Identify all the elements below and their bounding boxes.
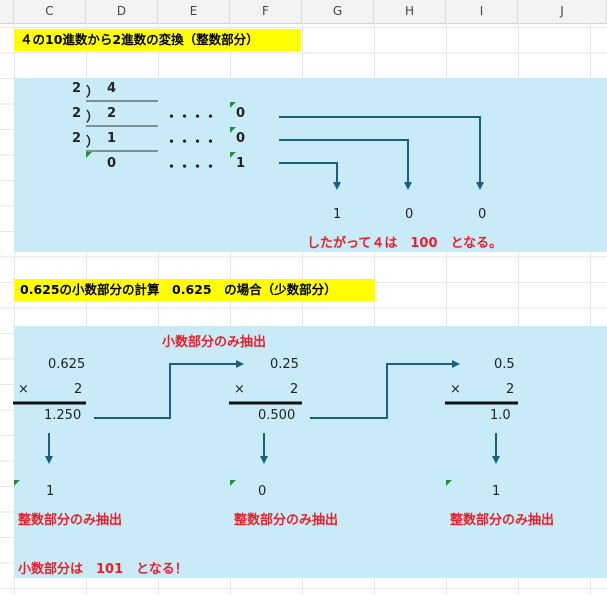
extract-label-top: 小数部分のみ抽出 xyxy=(162,335,267,350)
step3-times: × xyxy=(450,382,461,397)
paren-1: ） xyxy=(86,85,100,100)
result-digit-3: 0 xyxy=(478,207,487,222)
cell-comment-marker xyxy=(230,480,236,486)
result-digit-1: 1 xyxy=(333,207,342,222)
step3-label: 整数部分のみ抽出 xyxy=(450,513,555,528)
divisor-2: 2 xyxy=(72,106,82,121)
cell-comment-marker xyxy=(14,480,20,486)
section2-result: 小数部分は 101 となる！ xyxy=(18,562,188,577)
step3-product: 1.0 xyxy=(490,408,511,423)
cell-comment-marker xyxy=(230,127,236,133)
dots-4: ・・・・ xyxy=(165,160,218,175)
step2-value: 0.25 xyxy=(270,357,299,372)
arrow-step-1-2 xyxy=(94,360,244,419)
section1-band xyxy=(14,78,607,252)
remainder-1: 0 xyxy=(236,106,246,121)
section2-band xyxy=(14,326,607,578)
step2-label: 整数部分のみ抽出 xyxy=(234,513,339,528)
quotient-4: 0 xyxy=(107,156,117,171)
step2-product: 0.500 xyxy=(258,408,296,423)
column-c[interactable]: C xyxy=(14,0,86,23)
divisor-3: 2 xyxy=(72,131,82,146)
column-f[interactable]: F xyxy=(230,0,302,23)
step1-mult: 2 xyxy=(74,382,83,397)
step1-value: 0.625 xyxy=(48,357,86,372)
section1-result: したがって４は 100 となる。 xyxy=(307,236,503,251)
column-e[interactable]: E xyxy=(158,0,230,23)
column-g[interactable]: G xyxy=(302,0,374,23)
quotient-2: 2 xyxy=(107,106,117,121)
paren-2: ） xyxy=(86,110,100,125)
step3-mult: 2 xyxy=(506,382,515,397)
remainder-2: 0 xyxy=(236,131,246,146)
column-i[interactable]: I xyxy=(446,0,518,23)
dots-2: ・・・・ xyxy=(165,110,218,125)
step1-product: 1.250 xyxy=(44,408,82,423)
quotient-3: 1 xyxy=(107,131,117,146)
arrow-remainder-1 xyxy=(279,116,484,190)
corner-cell[interactable] xyxy=(0,0,14,23)
cell-comment-marker xyxy=(86,152,92,158)
cell-comment-marker xyxy=(446,480,452,486)
step2-int: 0 xyxy=(258,484,267,499)
step1-int: 1 xyxy=(46,484,55,499)
step3-int: 1 xyxy=(492,484,501,499)
step1-label: 整数部分のみ抽出 xyxy=(18,513,123,528)
step3-value: 0.5 xyxy=(494,357,515,372)
arrow-remainder-3 xyxy=(279,162,341,190)
section2-title[interactable]: 0.625の小数部分の計算 0.625 の場合（少数部分） xyxy=(14,279,375,301)
cell-comment-marker xyxy=(230,102,236,108)
step2-times: × xyxy=(234,382,245,397)
dots-3: ・・・・ xyxy=(165,135,218,150)
arrow-step-2-3 xyxy=(310,360,460,419)
step1-times: × xyxy=(18,382,29,397)
cell-comment-marker xyxy=(230,152,236,158)
remainder-3: 1 xyxy=(236,156,246,171)
section1-title[interactable]: ４の10進数から2進数の変換（整数部分） xyxy=(14,29,301,51)
column-d[interactable]: D xyxy=(86,0,158,23)
step2-mult: 2 xyxy=(290,382,299,397)
paren-3: ） xyxy=(86,135,100,150)
divisor-1: 2 xyxy=(72,81,82,96)
column-h[interactable]: H xyxy=(374,0,446,23)
quotient-1: 4 xyxy=(107,81,117,96)
arrow-remainder-2 xyxy=(279,139,412,190)
result-digit-2: 0 xyxy=(405,207,414,222)
